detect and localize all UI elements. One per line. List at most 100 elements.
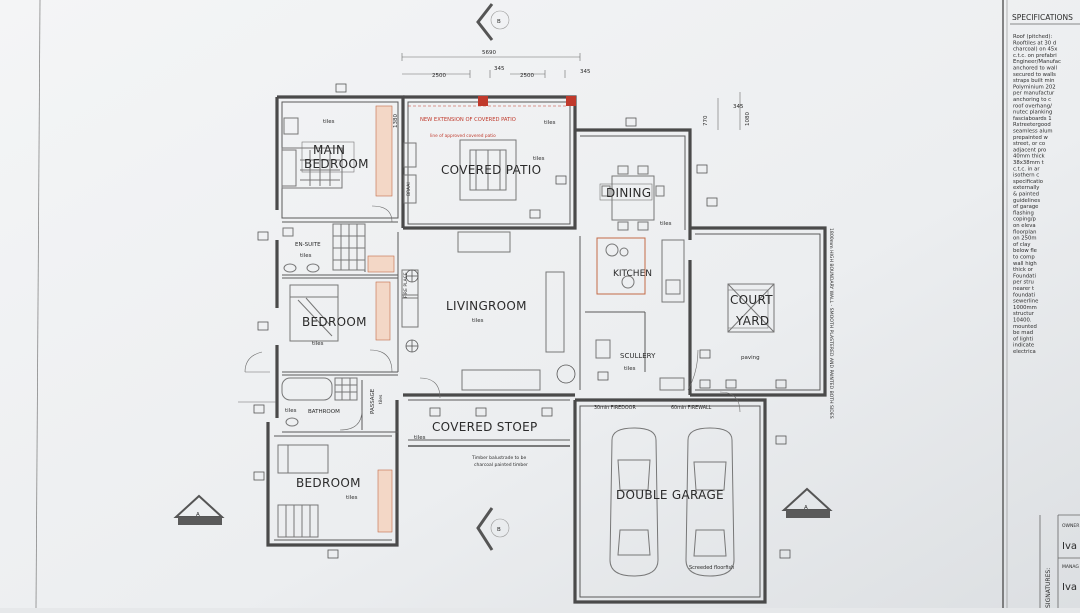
label-en-suite: EN-SUITE [295,242,321,248]
note-new-extension: NEW EXTENSION OF COVERED PATIO [420,117,516,123]
spec-line: below fle [1013,248,1037,254]
floor-bathroom: tiles [285,408,297,414]
bed-low [277,444,329,538]
spec-line: Rooftiles at 30 d [1013,40,1056,46]
spec-line: Roof (pitched): [1013,34,1052,40]
note-line-approved: line of approved covered patio [430,133,496,139]
spec-line: structur [1013,311,1035,317]
ensuite-fixtures [282,223,366,273]
spec-line: c.t.c. in ar [1013,166,1040,172]
spec-line: floorplan [1013,229,1036,235]
dim-small-c: 345 [733,104,744,110]
label-double-garage: DOUBLE GARAGE [616,488,724,502]
spec-line: prepainted w [1013,135,1049,141]
patio-table [403,139,517,204]
section-marker-top [476,3,510,41]
section-label-bottom: B [497,527,501,533]
label-bathroom: BATHROOM [308,409,340,415]
spec-line: Rstreetergood [1013,122,1051,128]
floor-living: tiles [472,318,484,324]
label-passage: PASSAGE [370,388,376,414]
dim-v-b: 1080 [745,112,751,126]
spec-line: per manufactur [1013,91,1055,97]
floor-en-suite: tiles [300,253,312,259]
floor-passage: tiles [378,394,384,404]
spec-line: of clay [1013,242,1031,248]
spec-line: foundati [1013,292,1035,298]
spec-line: secured to walls [1013,72,1056,78]
section-marker-bottom [476,507,510,551]
note-boundary-wall: 1800mm HIGH BOUNDARY WALL - SMOOTH PLAST… [828,228,834,419]
floor-stoep: tiles [414,435,426,441]
section-label-right: A [804,505,808,511]
note-door-left: 30min FIREDOOR [594,405,636,411]
spec-line: mounted [1013,324,1037,330]
spec-line: flashing [1013,210,1034,216]
manager-value: Iva [1062,582,1077,593]
dim-small-b: 345 [580,69,591,75]
spec-line: anchoring to c [1013,97,1051,103]
section-label-left: A [196,512,200,518]
label-braai: BRAAI [406,182,412,196]
owner-value: Iva [1062,541,1077,552]
patio-post-left [478,96,488,106]
scullery-fixtures [595,339,685,391]
section-marker-left [173,494,225,525]
dim-right: 2500 [520,73,534,79]
dim-v-a: 770 [703,115,709,126]
spec-line: Polyminium 202 [1013,84,1056,90]
patio-post-right [566,96,576,106]
spec-line: on eleva [1013,223,1036,229]
spec-line: 40mm thick [1013,154,1046,160]
bed-mid [289,284,339,342]
room-labels [301,141,355,173]
dim-small-a: 345 [494,66,505,72]
spec-line: coping/p [1013,217,1036,223]
spec-line: guidelines [1013,198,1040,204]
spec-line: specificatio [1013,179,1043,185]
label-covered-stoep: COVERED STOEP [432,420,538,434]
spec-line: be mad [1013,330,1033,336]
signatures-label: SIGNATURES: [1045,568,1052,608]
spec-line: seamless alum [1013,129,1053,135]
spec-line: thick or [1013,267,1034,273]
window-tags [253,83,791,559]
spec-line: Engineer/Manufac [1013,59,1061,65]
spec-line: 1000mm [1013,305,1037,311]
walls [266,95,827,604]
manager-label: MANAG [1062,564,1079,570]
floor-courtyard: paving [741,355,760,361]
note-timber-line1: Timber balustrade to be [471,455,526,461]
label-yard: YARD [735,314,769,328]
spec-line: externally [1013,185,1039,191]
dim-left: 2500 [432,73,446,79]
car-left [609,427,659,577]
floor-dining: tiles [660,221,672,227]
floor-bedroom-mid: tiles [312,341,324,347]
spec-line: roof overhang/ [1013,103,1052,109]
owner-label: OWNER [1062,523,1079,529]
floor-bedroom-low: tiles [346,495,358,501]
bathroom-fixtures [281,377,358,427]
dining-table [601,165,665,231]
section-label-top: B [497,19,501,25]
spec-line: Foundati [1013,273,1036,279]
spec-line: & painted [1013,192,1039,198]
note-timber-line2: charcoal painted timber [474,462,528,468]
spec-line: isothern c [1013,173,1039,179]
car-right [685,427,735,577]
spec-line: electrica [1013,349,1036,355]
spec-line: adjacent pro [1013,147,1046,153]
label-bedroom-low: BEDROOM [296,476,361,490]
sheet-border-left [35,0,41,609]
spec-line: indicate [1013,343,1034,349]
label-livingroom: LIVINGROOM [446,299,527,313]
spec-line: anchored to wall [1013,66,1057,72]
door-swings [238,205,741,431]
label-scullery: SCULLERY [620,352,656,360]
dim-v-c: 1380 [393,114,399,128]
spec-line: per stru [1013,280,1034,286]
spec-lines: Roof (pitched):Rooftiles at 30 dcharcoal… [1013,34,1061,355]
kitchen-island [596,237,685,303]
